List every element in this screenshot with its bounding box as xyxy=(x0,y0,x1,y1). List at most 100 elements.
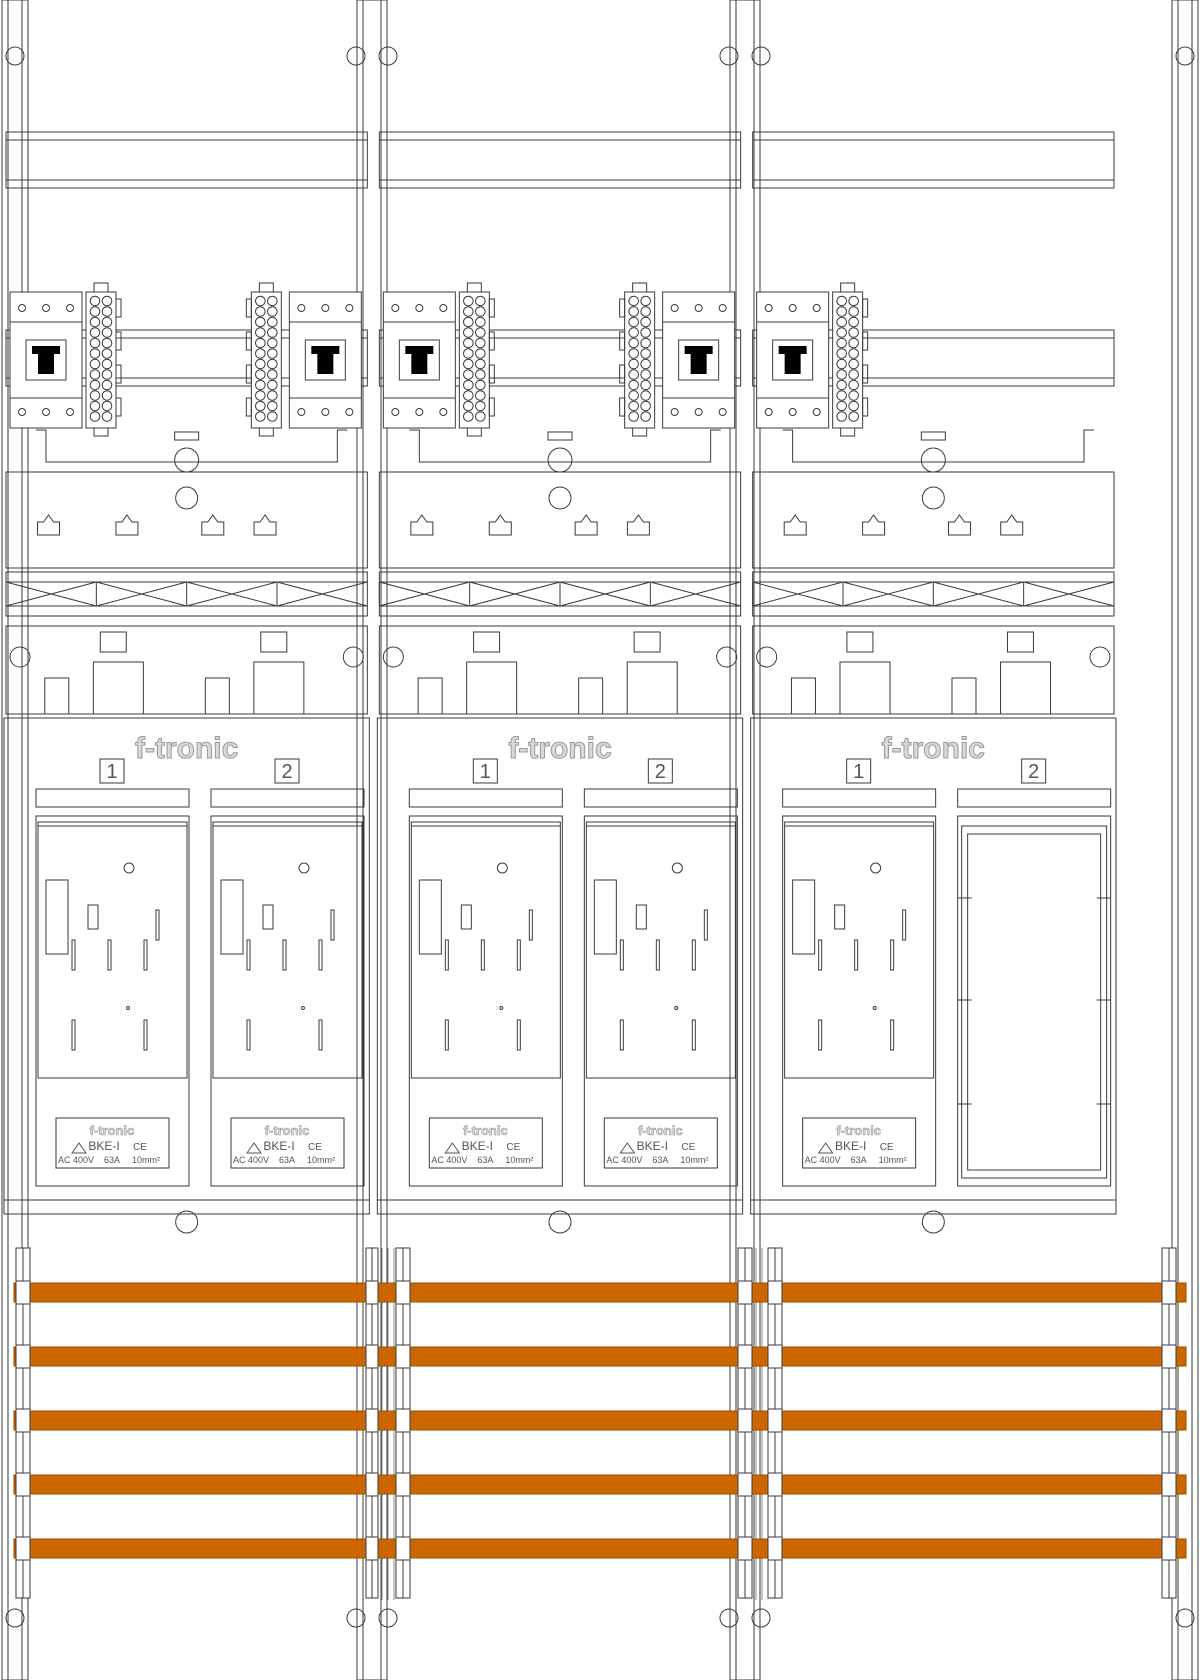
terminal-screw xyxy=(101,327,113,338)
terminal-screw xyxy=(267,316,278,328)
connection-block xyxy=(44,677,70,715)
label-brand: f-tronic xyxy=(463,1123,508,1138)
housing-screw xyxy=(764,304,773,312)
terminal-latch xyxy=(245,298,252,318)
terminal-screw xyxy=(267,348,278,359)
terminal-latch xyxy=(862,331,869,351)
fuse-switch-body xyxy=(35,815,190,1187)
terminal-screw xyxy=(89,400,101,412)
terminal-screw xyxy=(475,358,486,370)
terminal-screw xyxy=(267,358,278,370)
terminal-screw xyxy=(463,400,474,412)
busbar-clamp xyxy=(395,1344,411,1369)
bracket-profile xyxy=(409,429,721,463)
contact-slot xyxy=(902,909,907,941)
contact-slot xyxy=(318,939,323,971)
truss-strut xyxy=(186,581,278,607)
housing-screw xyxy=(18,304,26,312)
slot-number: 2 xyxy=(281,761,292,783)
connection-chamber xyxy=(752,625,1115,715)
label-model: BKE-I xyxy=(88,1139,119,1153)
release-screw xyxy=(496,862,508,874)
rj-connector-icon xyxy=(32,346,60,374)
terminal-screw xyxy=(101,379,113,391)
terminal-screw xyxy=(475,327,486,338)
connection-block xyxy=(790,677,816,715)
fixing-hole xyxy=(920,447,946,473)
terminal-screw xyxy=(628,379,639,391)
housing-screw xyxy=(42,304,50,312)
housing-screw xyxy=(812,304,821,312)
terminal-screw xyxy=(640,358,651,370)
terminal-screw xyxy=(89,411,101,422)
contact-slot xyxy=(71,1019,76,1051)
connection-block xyxy=(578,677,604,715)
busbar-clamp xyxy=(737,1536,753,1561)
din-rail-top xyxy=(5,131,368,189)
terminal-screw xyxy=(255,316,266,328)
din-rail-top xyxy=(378,131,742,189)
label-current: 63A xyxy=(851,1155,867,1165)
slot-marker-strip xyxy=(408,788,563,808)
chamber-tab xyxy=(1006,631,1034,653)
rail-outline xyxy=(356,0,388,1680)
busbar-clamp xyxy=(1161,1472,1177,1497)
terminal-cap xyxy=(840,427,856,437)
housing-screw xyxy=(321,304,330,312)
contact-slot xyxy=(691,939,696,971)
housing-screw xyxy=(66,408,74,416)
terminal-screw xyxy=(267,369,278,380)
terminal-cap xyxy=(93,282,109,293)
label-model: BKE-I xyxy=(263,1139,294,1153)
fuse-switch-body xyxy=(210,815,365,1187)
fuse-switch-window xyxy=(585,821,736,1079)
module-foot xyxy=(376,1199,744,1215)
housing-screw xyxy=(42,408,50,416)
release-screw xyxy=(671,862,683,874)
terminal-screw xyxy=(463,295,474,307)
slot-number-box xyxy=(274,758,300,784)
terminal-screw xyxy=(267,400,278,412)
rail-hole xyxy=(5,1608,25,1628)
connector-frame xyxy=(398,339,440,381)
terminal-module-5 xyxy=(756,282,869,437)
cover-clip xyxy=(37,514,61,536)
terminal-latch xyxy=(862,298,869,318)
terminal-rail xyxy=(378,329,742,387)
terminal-screw xyxy=(267,390,278,401)
busbar-clamp xyxy=(365,1536,379,1561)
housing-screw xyxy=(297,304,306,312)
rail-hole xyxy=(5,46,25,66)
terminal-screw xyxy=(463,327,474,338)
terminal-screw xyxy=(628,295,639,307)
fuse-switch-body xyxy=(782,815,937,1187)
terminal-screw xyxy=(101,400,113,412)
truss-strut xyxy=(752,581,844,607)
fixing-hole xyxy=(174,447,200,473)
chamber-hole xyxy=(342,646,364,668)
rating-label xyxy=(55,1117,170,1169)
chamber-tab xyxy=(473,631,501,653)
truss-strut xyxy=(379,581,470,607)
housing-screw xyxy=(694,408,703,416)
terminal-screw xyxy=(475,411,486,422)
module-foot xyxy=(750,1199,1117,1215)
housing-screw xyxy=(391,304,400,312)
fuse-indicator xyxy=(87,904,99,930)
terminal-cap xyxy=(840,282,856,293)
warning-triangle-icon xyxy=(817,1142,834,1154)
terminal-screw xyxy=(640,316,651,328)
terminal-screw xyxy=(463,369,474,380)
rj-connector-icon xyxy=(778,346,807,374)
terminal-cap xyxy=(466,427,482,437)
rail-hole xyxy=(1175,1608,1195,1628)
housing-screw xyxy=(670,408,679,416)
terminal-module-3 xyxy=(382,282,495,437)
terminal-screw xyxy=(89,316,101,328)
connection-block xyxy=(466,661,518,715)
contact-slot xyxy=(282,939,287,971)
center-mark xyxy=(301,1006,305,1010)
busbar-clamp xyxy=(15,1536,31,1561)
slot-number: 2 xyxy=(655,761,666,783)
